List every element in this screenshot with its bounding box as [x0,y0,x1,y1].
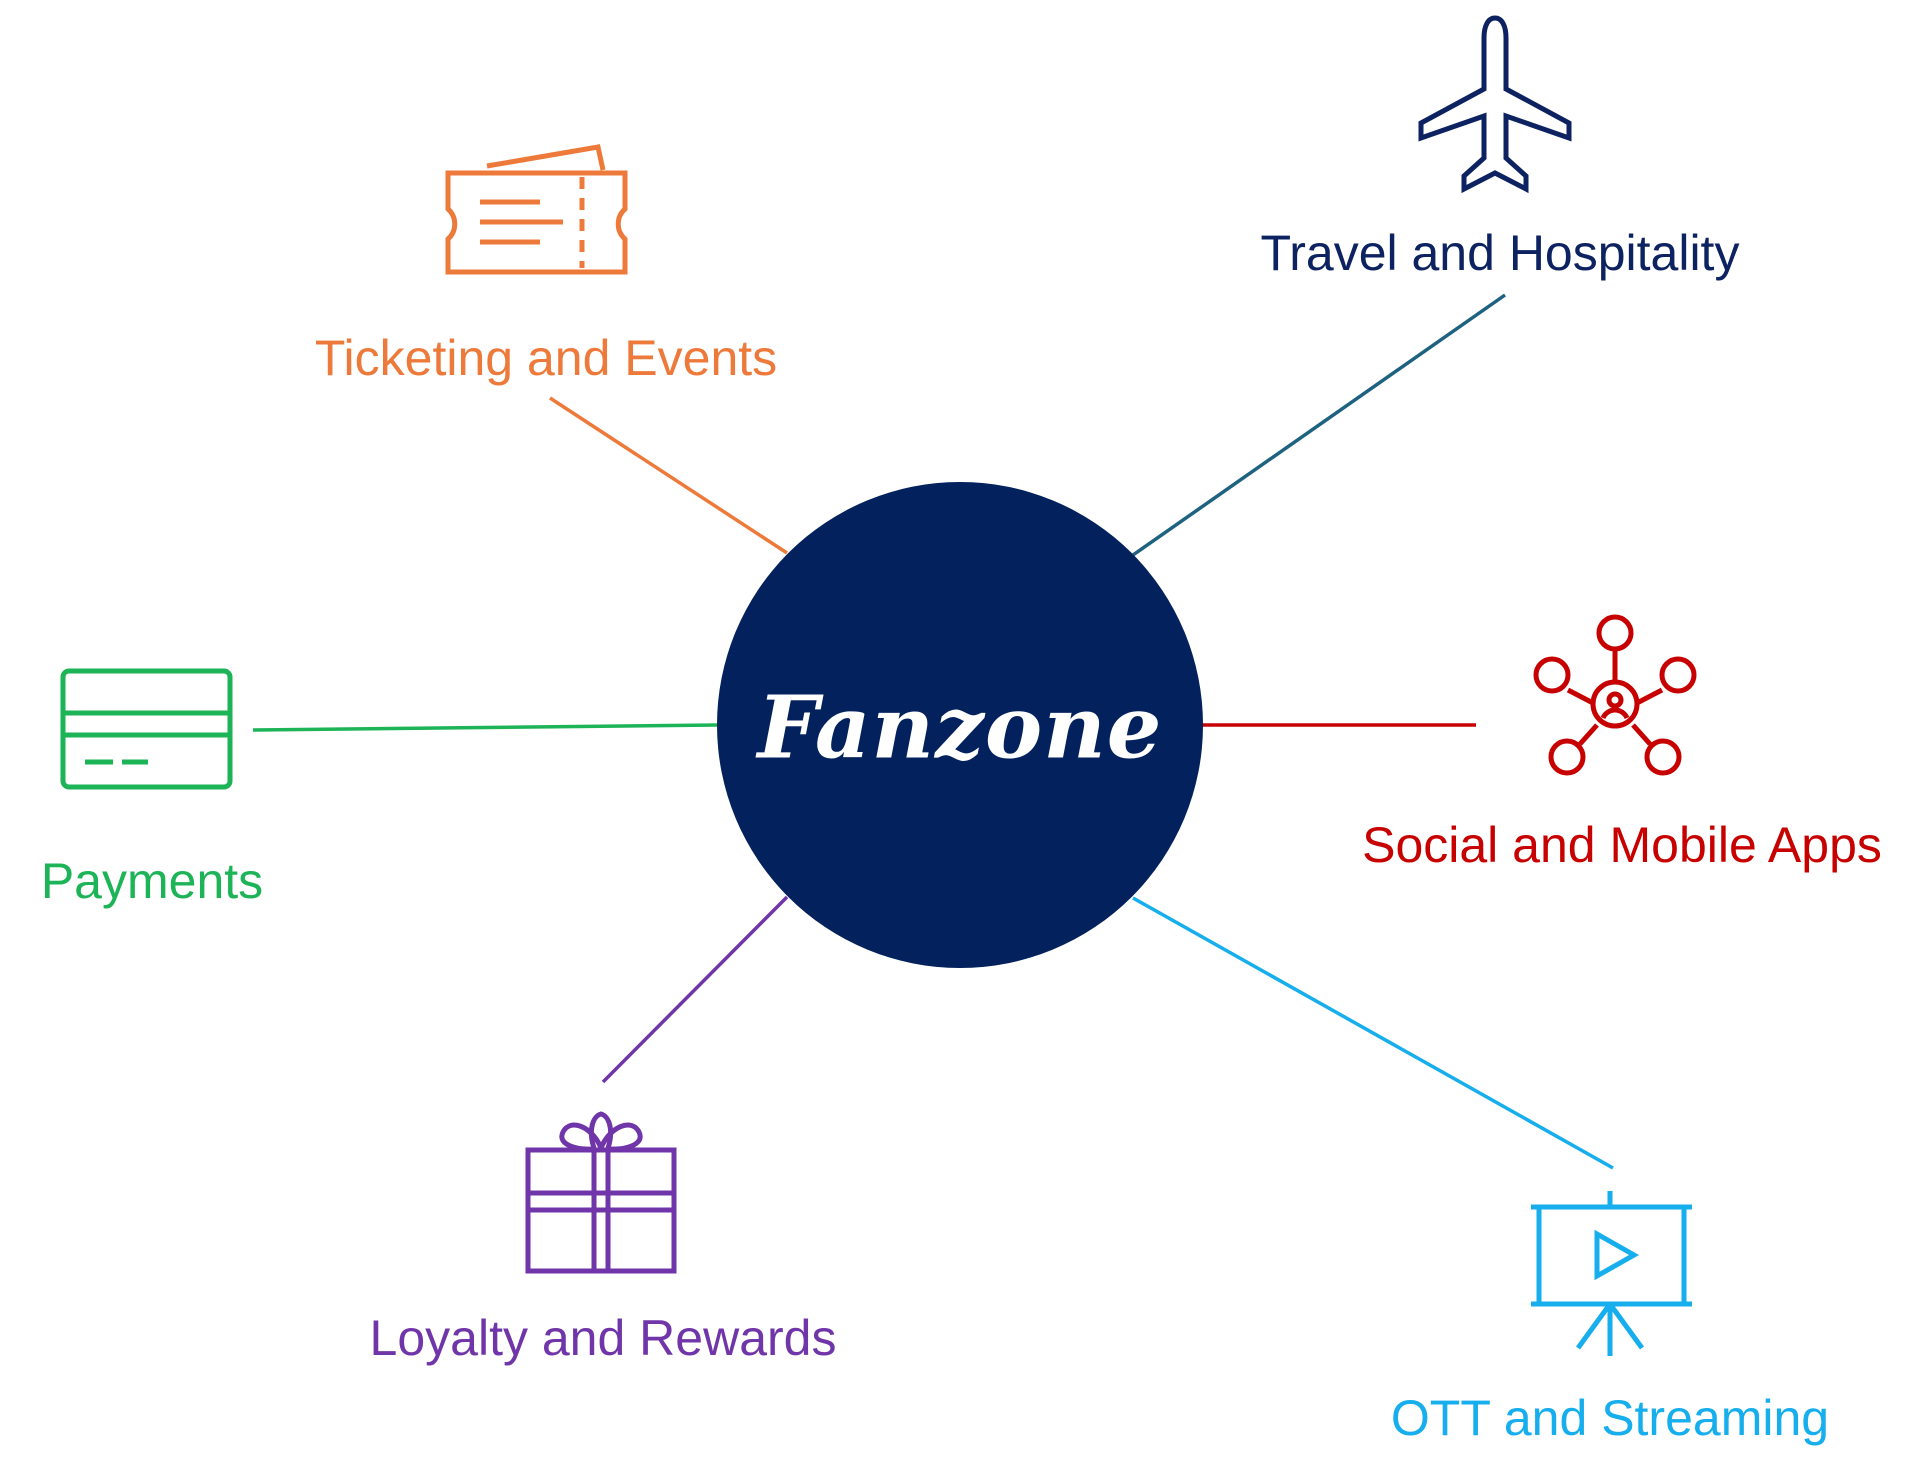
ticketing-label: Ticketing and Events [314,330,778,386]
gift-icon [525,1111,677,1274]
ticket-icon [445,144,628,275]
connector-loyalty [601,895,789,1084]
ott-label: OTT and Streaming [1390,1390,1830,1446]
hub-title: Fanzone [757,677,1163,779]
social-label: Social and Mobile Apps [1362,817,1882,873]
network-icon [1533,614,1697,776]
connector-payments [252,723,719,732]
loyalty-label: Loyalty and Rewards [369,1310,837,1366]
connector-ott [1132,896,1614,1170]
credit-card-icon [60,668,233,790]
connector-travel [1131,293,1507,557]
airplane-icon [1418,15,1572,194]
connector-ticketing [549,396,788,555]
hub-circle [717,482,1203,968]
video-screen-icon [1531,1191,1692,1356]
payments-label: Payments [40,853,264,909]
travel-label: Travel and Hospitality [1260,225,1740,281]
